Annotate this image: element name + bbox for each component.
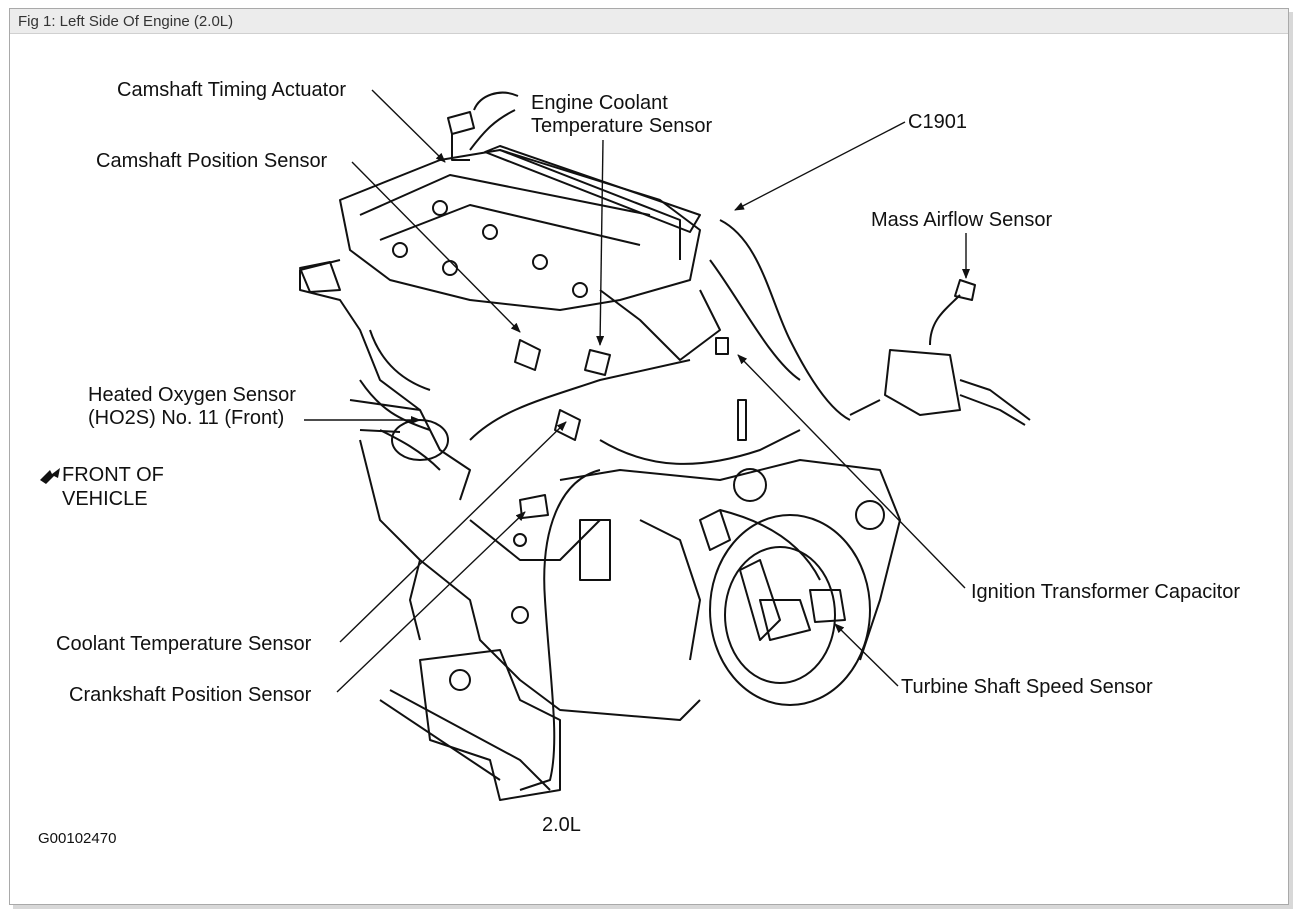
leader-lines <box>304 89 970 693</box>
label-engine-size: 2.0L <box>542 814 581 836</box>
label-crankshaft-position-sensor: Crankshaft Position Sensor <box>69 684 312 706</box>
label-ho2s-line1: Heated Oxygen Sensor <box>88 384 296 406</box>
frame-shadow-bottom <box>13 905 1293 909</box>
label-camshaft-timing-actuator: Camshaft Timing Actuator <box>117 79 346 101</box>
label-mass-airflow-sensor: Mass Airflow Sensor <box>871 209 1053 231</box>
arrow-icon <box>40 468 60 484</box>
label-c1901: C1901 <box>908 111 967 133</box>
leader-ignition-transformer-capacitor <box>737 354 966 589</box>
leader-coolant-temperature-sensor <box>339 421 567 643</box>
label-front-of-vehicle-line1: FRONT OF <box>62 464 164 486</box>
figure-frame: Fig 1: Left Side Of Engine (2.0L) <box>9 8 1289 905</box>
leader-engine-coolant-temp-sensor <box>596 139 605 346</box>
label-ect-line1: Engine Coolant <box>531 92 668 114</box>
figure-title: Fig 1: Left Side Of Engine (2.0L) <box>18 13 234 30</box>
figure-title-bar: Fig 1: Left Side Of Engine (2.0L) <box>10 9 1288 34</box>
label-turbine-shaft-speed-sensor: Turbine Shaft Speed Sensor <box>901 676 1153 698</box>
engine-block-drawing <box>299 91 1031 801</box>
leader-crankshaft-position-sensor <box>336 511 526 693</box>
label-ignition-transformer-capacitor: Ignition Transformer Capacitor <box>971 581 1241 603</box>
figure-code: G00102470 <box>38 830 117 847</box>
leader-camshaft-timing-actuator <box>371 89 446 163</box>
label-ect-line2: Temperature Sensor <box>531 115 713 137</box>
label-camshaft-position-sensor: Camshaft Position Sensor <box>96 150 328 172</box>
label-coolant-temperature-sensor: Coolant Temperature Sensor <box>56 633 312 655</box>
leader-turbine-shaft-speed-sensor <box>834 623 899 687</box>
label-ho2s-line2: (HO2S) No. 11 (Front) <box>88 407 285 429</box>
leader-c1901 <box>734 121 906 211</box>
label-front-of-vehicle-line2: VEHICLE <box>62 488 148 510</box>
frame-shadow-right <box>1289 12 1293 909</box>
leader-camshaft-position-sensor <box>351 161 521 333</box>
